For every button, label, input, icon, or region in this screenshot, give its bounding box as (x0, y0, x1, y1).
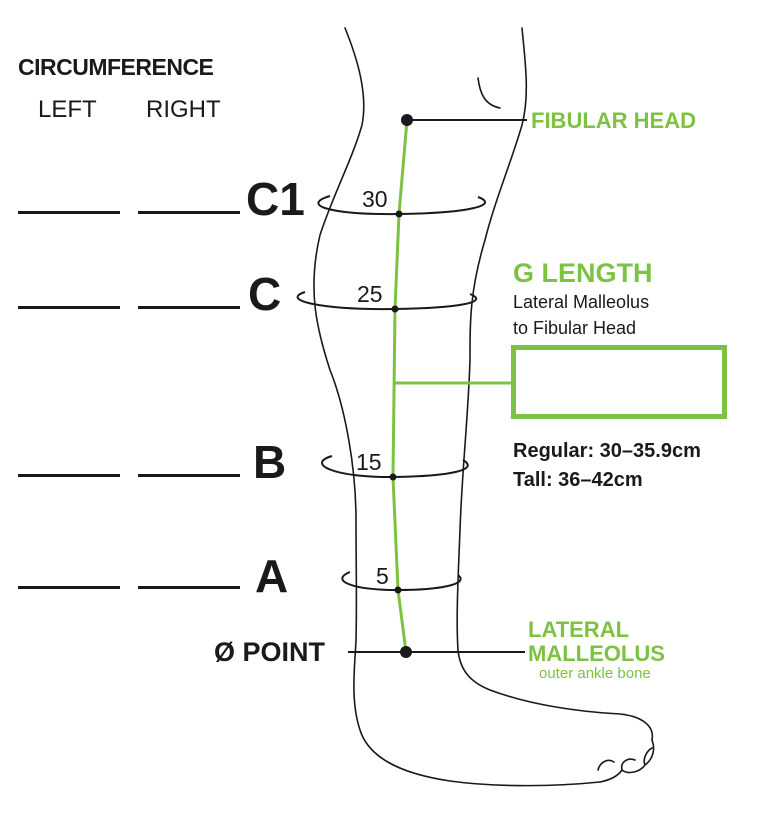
level-b-label: B (253, 436, 287, 488)
blank-left-c1[interactable] (18, 211, 120, 214)
leg-shin-contour (456, 27, 654, 741)
fibular-head-label: FIBULAR HEAD (531, 108, 696, 133)
blank-right-b[interactable] (138, 474, 240, 477)
zero-point-label: Ø POINT (214, 637, 326, 667)
size-tall: Tall: 36–42cm (513, 469, 643, 491)
dot-a (394, 586, 402, 594)
lateral-malleolus-note: outer ankle bone (539, 665, 651, 682)
lateral-malleolus-label-2: MALLEOLUS (528, 641, 665, 666)
level-c-label: C (248, 268, 282, 320)
measure-30: 30 (362, 186, 388, 212)
g-length-entry-box[interactable] (511, 345, 727, 419)
dot-b (389, 473, 397, 481)
toes (597, 739, 655, 783)
measure-15: 15 (356, 449, 382, 475)
right-column-label: RIGHT (146, 96, 221, 123)
level-a-label: A (255, 550, 289, 602)
lateral-malleolus-label-1: LATERAL (528, 617, 630, 642)
ring-c (296, 291, 478, 311)
leg-back-contour (313, 27, 601, 787)
blank-right-a[interactable] (138, 586, 240, 589)
knee-crease (477, 77, 501, 109)
blank-right-c[interactable] (138, 306, 240, 309)
blank-right-c1[interactable] (138, 211, 240, 214)
blank-left-b[interactable] (18, 474, 120, 477)
g-length-line (391, 119, 409, 653)
blank-left-a[interactable] (18, 586, 120, 589)
measure-25: 25 (357, 281, 383, 307)
blank-left-c[interactable] (18, 306, 120, 309)
measure-5: 5 (376, 563, 389, 589)
size-regular: Regular: 30–35.9cm (513, 440, 701, 462)
g-length-desc-2: to Fibular Head (513, 318, 637, 338)
circumference-title: CIRCUMFERENCE (18, 54, 214, 80)
ring-a (341, 571, 462, 592)
dot-c1 (395, 210, 403, 218)
level-c1-label: C1 (246, 173, 305, 225)
ring-b (321, 455, 469, 479)
dot-c (391, 305, 399, 313)
g-length-title: G LENGTH (513, 258, 653, 288)
g-length-desc-1: Lateral Malleolus (513, 292, 650, 312)
left-column-label: LEFT (38, 96, 97, 123)
